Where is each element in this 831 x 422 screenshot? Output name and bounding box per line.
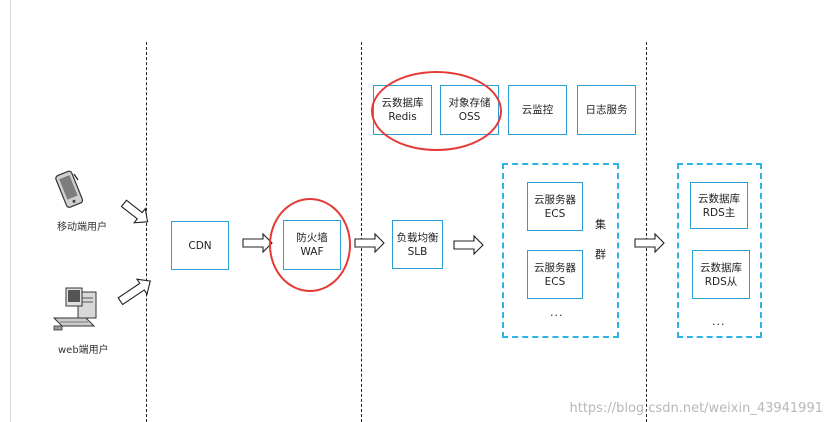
rds-slave-node: 云数据库 RDS从 (692, 250, 750, 299)
slb-node: 负载均衡 SLB (392, 220, 443, 269)
arrow-web-to-cdn (117, 278, 151, 306)
log-node: 日志服务 (577, 85, 636, 135)
arrow-cluster-to-rds (634, 232, 665, 254)
ecs-cluster-ellipsis: ... (550, 306, 564, 319)
arrow-mobile-to-cdn (120, 199, 149, 224)
mobile-user-label: 移动端用户 (57, 222, 107, 233)
slb-label-line1: 负载均衡 (396, 231, 439, 244)
rds-slave-line2: RDS从 (704, 275, 738, 288)
ecs-node-2-line2: ECS (544, 275, 566, 288)
storage-highlight-ellipse (371, 71, 502, 151)
rds-master-line1: 云数据库 (698, 192, 740, 205)
rds-cluster-ellipsis: ... (712, 315, 726, 328)
desktop-computer-icon (52, 287, 97, 331)
ecs-node-2-line1: 云服务器 (534, 261, 576, 274)
separator-line-2 (361, 42, 362, 422)
mobile-phone-icon (55, 170, 84, 208)
separator-line-1 (146, 42, 147, 422)
rds-master-node: 云数据库 RDS主 (690, 182, 748, 229)
cluster-label-top: 集 (595, 218, 606, 231)
arrow-cdn-to-waf (242, 232, 273, 254)
ecs-cluster-container (502, 163, 619, 338)
watermark-url: https://blog.csdn.net/weixin_43941991 (569, 401, 823, 416)
rds-cluster-container (677, 163, 762, 338)
ecs-node-2: 云服务器 ECS (527, 250, 583, 299)
waf-highlight-ellipse (269, 198, 351, 292)
ecs-node-1-line1: 云服务器 (534, 193, 576, 206)
cdn-label: CDN (188, 239, 212, 252)
monitor-label: 云监控 (521, 104, 554, 116)
cluster-label-bottom: 群 (595, 248, 606, 261)
monitor-node: 云监控 (508, 85, 567, 135)
rds-master-line2: RDS主 (702, 206, 736, 219)
ecs-node-1-line2: ECS (544, 207, 566, 220)
ecs-node-1: 云服务器 ECS (527, 182, 583, 231)
log-label: 日志服务 (585, 104, 628, 116)
cdn-node: CDN (171, 221, 229, 270)
separator-line-3 (646, 42, 647, 422)
web-user-label: web端用户 (58, 345, 109, 356)
rds-slave-line1: 云数据库 (700, 261, 742, 274)
left-border-rule (10, 0, 11, 422)
arrow-waf-to-slb (354, 232, 385, 254)
slb-label-line2: SLB (407, 245, 428, 258)
arrow-slb-to-cluster (453, 234, 484, 256)
